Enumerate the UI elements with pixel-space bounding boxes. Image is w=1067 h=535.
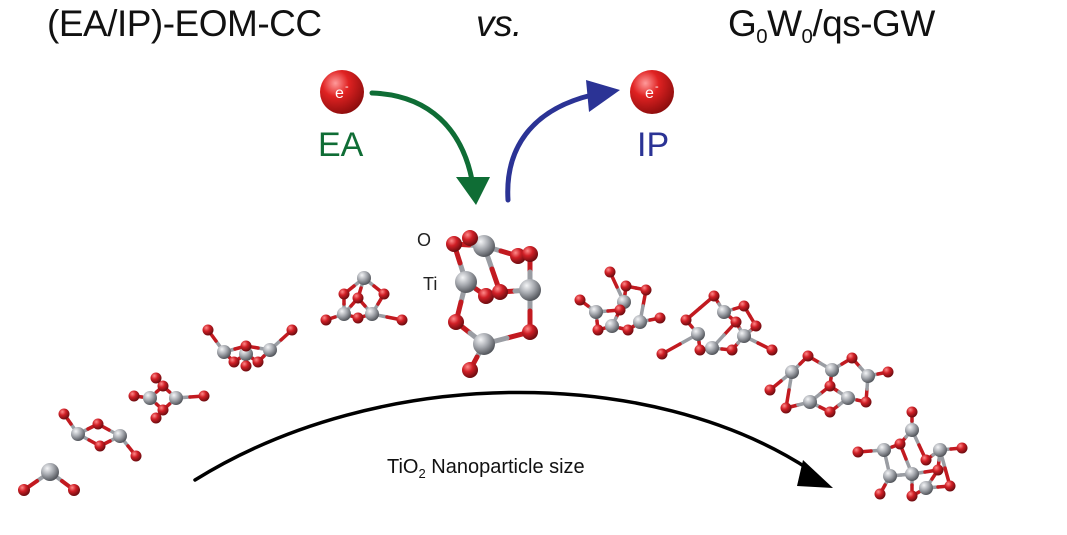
- title-gw-w: W: [767, 3, 802, 44]
- cluster-5: [320, 271, 408, 326]
- cluster-2: [58, 408, 142, 462]
- title-gw-rest: /qs-GW: [812, 3, 935, 44]
- electron-ip-symbol: e: [645, 85, 654, 102]
- title-gw-w-sub: 0: [801, 26, 813, 49]
- electron-ea-charge: -: [345, 81, 349, 93]
- size-axis-label: TiO2 Nanoparticle size: [387, 456, 585, 481]
- cluster-3: [128, 372, 210, 424]
- cluster-4: [202, 324, 298, 372]
- size-axis-sub: 2: [418, 466, 426, 481]
- cluster-10: [852, 406, 968, 502]
- title-gw-g: G: [728, 3, 757, 44]
- ea-label: EA: [318, 126, 364, 164]
- cluster-9: [764, 350, 894, 418]
- cluster-center: [446, 230, 541, 378]
- cluster-1: [18, 463, 80, 496]
- ip-label: IP: [637, 126, 670, 164]
- title-eom-cc: (EA/IP)-EOM-CC: [47, 3, 322, 44]
- electron-ea-icon: e -: [320, 70, 364, 114]
- oxygen-label: O: [417, 230, 432, 250]
- nanoparticle-clusters: [18, 230, 968, 502]
- title-gw: G0W0/qs-GW: [728, 3, 935, 49]
- cluster-8: [656, 290, 778, 360]
- size-axis-prefix: TiO: [387, 456, 419, 478]
- size-axis-suffix: Nanoparticle size: [425, 456, 585, 478]
- cluster-7: [574, 266, 666, 336]
- size-arrow: [193, 390, 833, 488]
- electron-ea-symbol: e: [335, 85, 344, 102]
- ea-arrow: [369, 90, 490, 205]
- electron-ip-icon: e -: [630, 70, 674, 114]
- electron-ip-charge: -: [655, 81, 659, 93]
- ip-arrow: [505, 80, 620, 203]
- title-versus: vs.: [476, 3, 522, 44]
- titanium-label: Ti: [423, 274, 438, 294]
- title-gw-g-sub: 0: [756, 26, 768, 49]
